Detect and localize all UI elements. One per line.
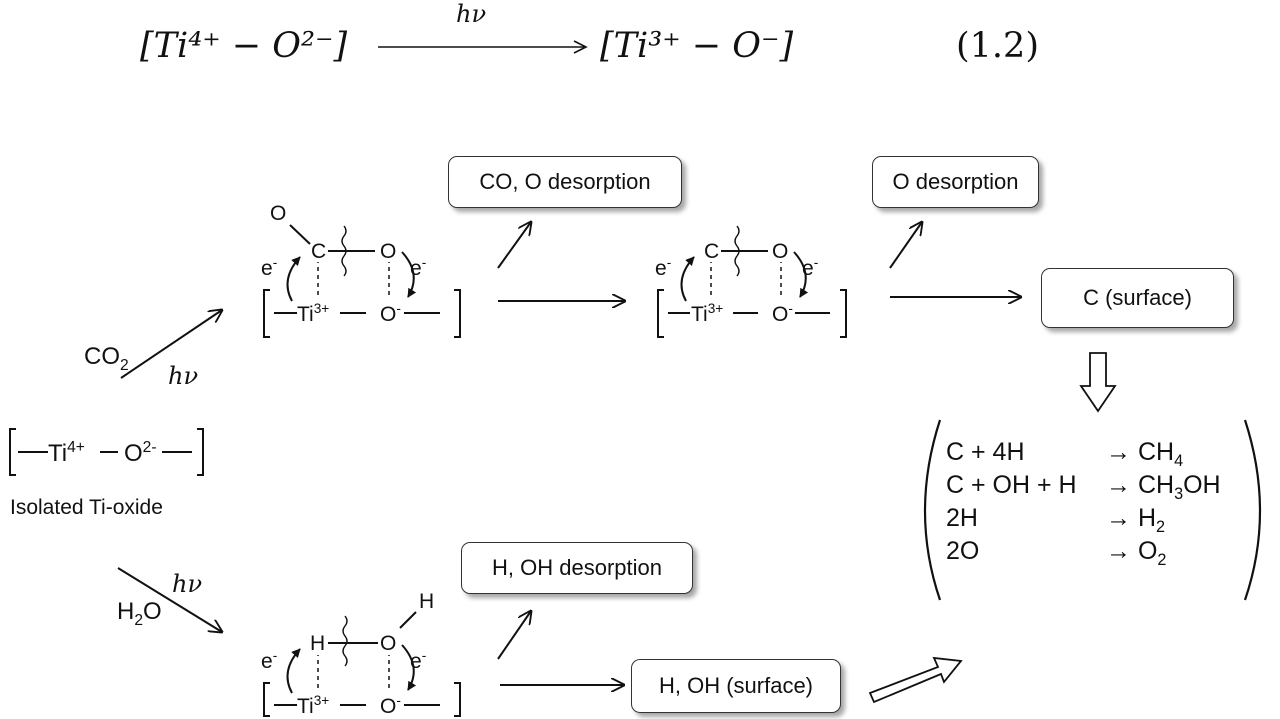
int2-ti3: Ti3+ [691, 301, 724, 326]
int2-c: C [704, 240, 720, 263]
start-bracket-left [9, 428, 16, 476]
products-paren-left [923, 419, 942, 601]
box-o-desorption: O desorption [872, 156, 1039, 208]
int1-electron-right: e- [410, 255, 427, 280]
int3-electron-right: e- [410, 648, 427, 673]
equation-arrow [378, 40, 588, 54]
int3-o-minus: O- [380, 693, 401, 718]
int1-o-minus: O- [380, 301, 401, 326]
start-caption: Isolated Ti-oxide [10, 496, 163, 519]
box-c-surface: C (surface) [1041, 268, 1234, 328]
product-lhs-2: 2H [946, 504, 978, 532]
co2-light: hν [168, 362, 199, 390]
int1-o: O [380, 240, 397, 263]
product-lhs-3: 2O [946, 537, 980, 565]
diagonal-block-arrow [868, 656, 963, 704]
product-lhs-1: C + OH + H [946, 471, 1077, 499]
int2-electron-right: e- [802, 255, 819, 280]
product-rhs-3: → O2 [1106, 537, 1167, 569]
h2o-light: hν [172, 570, 203, 598]
h2o-arrow [117, 567, 222, 632]
box-co-o-desorption: CO, O desorption [448, 156, 682, 208]
product-rhs-1: → CH3OH [1106, 471, 1221, 503]
start-ti4: Ti4+ [48, 439, 85, 467]
product-rhs-0: → CH4 [1106, 438, 1184, 470]
int3-h: H [310, 632, 326, 655]
int1-electron-left: e- [261, 255, 278, 280]
start-o2: O2- [124, 439, 157, 467]
equation-arrow-label: hν [456, 0, 487, 28]
int2-o-minus: O- [772, 301, 793, 326]
box-h-oh-surface: H, OH (surface) [631, 659, 841, 713]
int1-ti3: Ti3+ [297, 301, 330, 326]
int2-o: O [772, 240, 789, 263]
co2-label: CO2 [84, 343, 129, 374]
int3-h-top: H [419, 590, 435, 613]
equation-1-2: [Ti⁴⁺ − O²⁻] hν (1.2) [Ti³⁺ − O⁻] [0, 0, 1280, 110]
h2o-label: H2O [117, 598, 162, 629]
box-h-oh-desorption: H, OH desorption [461, 542, 693, 594]
product-lhs-0: C + 4H [946, 438, 1025, 466]
int1-o-top: O [270, 202, 287, 225]
start-bracket-right [197, 428, 204, 476]
int3-ti3: Ti3+ [297, 693, 330, 718]
equation-lhs: [Ti⁴⁺ − O²⁻] [140, 26, 348, 66]
co2-arrow [120, 310, 222, 379]
equation-rhs: [Ti³⁺ − O⁻] [600, 26, 794, 66]
int2-electron-left: e- [655, 255, 672, 280]
int1-c: C [311, 240, 327, 263]
int3-o: O [380, 632, 397, 655]
down-block-arrow [1079, 352, 1117, 413]
int3-electron-left: e- [261, 648, 278, 673]
products-paren-right [1243, 419, 1262, 601]
product-rhs-2: → H2 [1106, 504, 1166, 536]
equation-number: (1.2) [956, 26, 1039, 66]
